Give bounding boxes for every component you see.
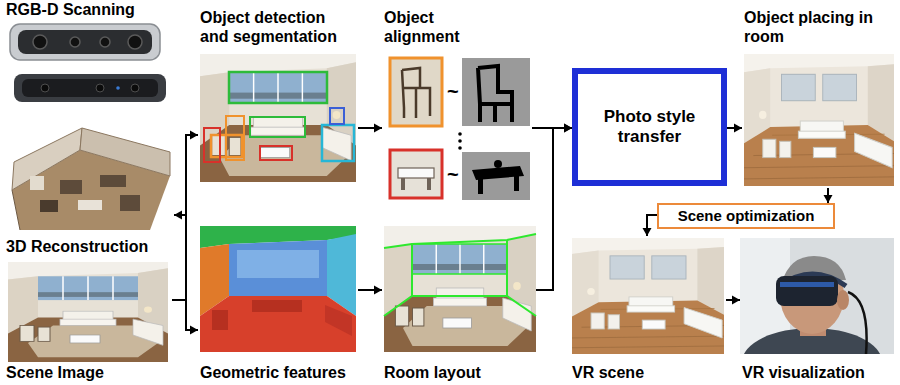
panel-caption: VR visualization [740, 363, 890, 382]
alignment-illustration [390, 58, 530, 200]
arrow-line [172, 215, 186, 300]
panel-caption: Object alignment [382, 8, 492, 46]
arrow-head [190, 131, 198, 140]
arrow-head [374, 286, 382, 295]
panel-caption: Room layout [382, 363, 532, 382]
process-box: Photo style transfer [572, 68, 727, 186]
flow-arrow [358, 124, 382, 133]
image-panel: VR visualization [740, 236, 894, 382]
flow-arrow [172, 211, 186, 301]
image-panel: 3D Reconstruction [4, 122, 174, 256]
similarity-sign: ~ [447, 80, 459, 102]
flow-arrow [172, 131, 198, 301]
panel-caption: 3D Reconstruction [4, 237, 170, 256]
flow-arrow [536, 124, 572, 291]
flow-arrow [727, 124, 742, 133]
arrow-line [172, 300, 198, 330]
flow-arrow [643, 215, 658, 236]
vr-user-photo [740, 238, 894, 354]
flow-arrow [172, 300, 198, 335]
scene-photo [8, 262, 168, 362]
flow-arrow [726, 296, 740, 305]
image-panel: VR scene [570, 236, 726, 382]
image-panel: Room layout [382, 224, 536, 382]
arrow-head [564, 124, 572, 133]
image-panel: Object placing in room [742, 8, 894, 188]
panel-caption: RGB-D Scanning [4, 0, 172, 19]
flow-arrow [358, 286, 382, 295]
image-panel: RGB-D Scanning [4, 0, 176, 118]
arrow-head [174, 211, 182, 220]
arrow-head [190, 326, 198, 335]
detection-illustration [200, 54, 356, 182]
reconstruction-illustration [12, 128, 170, 230]
camera-illustration [10, 24, 166, 102]
layout-illustration [384, 226, 536, 352]
panel-caption: Object placing in room [742, 8, 877, 46]
placed-room-render [744, 54, 894, 186]
geometric-illustration [200, 226, 356, 352]
arrow-head [643, 228, 652, 236]
image-panel: Geometric features [198, 224, 358, 382]
image-panel: Object detection and segmentation [198, 8, 358, 186]
arrow-line [172, 135, 198, 300]
panel-caption: Scene Image [4, 363, 168, 382]
arrow-head [824, 195, 833, 203]
panel-caption: Object detection and segmentation [198, 8, 353, 46]
box-label: Photo style transfer [588, 107, 711, 147]
panel-caption: Geometric features [198, 363, 354, 382]
panel-caption: VR scene [570, 363, 722, 382]
box-label: Scene optimization [678, 207, 815, 225]
similarity-sign: ~ [447, 163, 459, 185]
flow-arrow [824, 188, 833, 203]
arrow-head [732, 296, 740, 305]
arrow-line [536, 128, 572, 290]
arrow-head [564, 124, 572, 133]
arrow-head [734, 124, 742, 133]
arrow-head [374, 124, 382, 133]
image-panel: Scene Image [4, 258, 172, 382]
process-box: Scene optimization [657, 203, 835, 229]
vr-scene-render [572, 238, 724, 354]
